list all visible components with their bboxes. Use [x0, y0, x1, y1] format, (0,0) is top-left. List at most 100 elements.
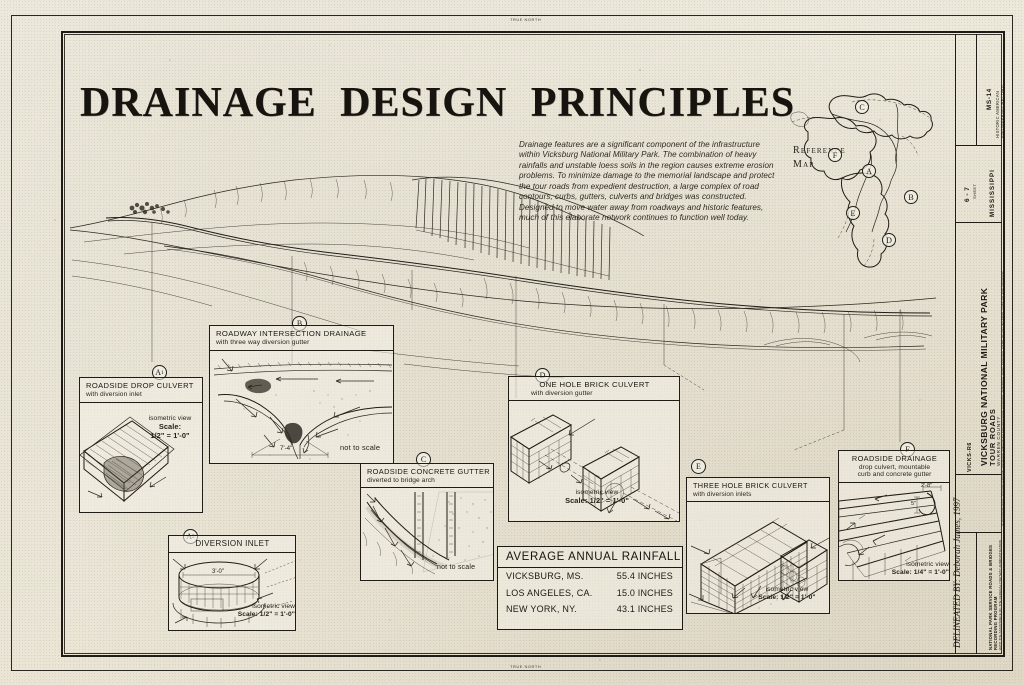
title-block-rule-3 [955, 474, 1002, 475]
callout-subscript: 1 [161, 369, 164, 376]
dimension-label: 3'-0" [212, 569, 224, 575]
top-edge-tick: TRUE NORTH [510, 17, 542, 22]
panel-drawing-area: 2'-8" 5" isometric view Scale: 1/4" = 1'… [839, 483, 949, 580]
haer-record-block: HISTORIC AMERICAN ENGINEERING RECORD [995, 85, 1005, 138]
panel-subtitle-line1: drop culvert, mountable [858, 463, 931, 471]
panel-drawing-area: isometric view Scale: 1/2" = 1'-0" [80, 403, 202, 513]
panel-three-hole-brick-culvert[interactable]: THREE HOLE BRICK CULVERT with diversion … [686, 477, 830, 614]
rainfall-value: 55.4 INCHES [616, 571, 673, 582]
haer-record-code: MS-14 [986, 88, 993, 110]
page-title: DRAINAGE DESIGN PRINCIPLES [80, 80, 796, 126]
reference-map-node-f[interactable]: F [828, 148, 842, 162]
rainfall-value: 43.1 INCHES [616, 603, 673, 614]
scale-view-label: isometric view [765, 586, 809, 593]
sheet-inner-border-hairline [64, 34, 1002, 654]
callout-letter: A [155, 368, 162, 377]
sheet-inner-border [61, 31, 1005, 657]
state-label: MISSISSIPPI [989, 169, 996, 217]
panel-roadside-drainage[interactable]: ROADSIDE DRAINAGE drop culvert, mountabl… [838, 450, 950, 581]
rainfall-row: NEW YORK, NY.43.1 INCHES [498, 601, 682, 617]
title-block-left-rule [955, 34, 956, 654]
reproduction-credit: IF REPRODUCED, PLEASE CREDIT: HISTORIC A… [1001, 270, 1005, 526]
rainfall-row: VICKSBURG, MS. 55.4 INCHES [498, 568, 682, 584]
panel-header: DIVERSION INLET [169, 536, 295, 553]
rainfall-value: 15.0 INCHES [616, 587, 673, 598]
panel-drawing-area: 7'-4" not to scale [210, 351, 393, 464]
panel-drawing-area: isometric view Scale: 1/2" = 1'-0" [509, 401, 679, 521]
scale-value: Scale: 1/4" = 1'-0" [891, 569, 949, 577]
panel-roadway-intersection-drainage[interactable]: ROADWAY INTERSECTION DRAINAGE with three… [209, 325, 394, 464]
panel-title: DIVERSION INLET [195, 539, 270, 548]
panel-roadside-concrete-gutter[interactable]: ROADSIDE CONCRETE GUTTER diverted to bri… [360, 463, 494, 581]
panel-drawing-area: 3'-0" isometric view Scale: 1/2" = 1'-0" [169, 553, 295, 632]
callout-letter: E [696, 462, 701, 471]
panel-subtitle: with diversion gutter [531, 389, 593, 397]
scale-view-label: isometric view [148, 415, 192, 422]
callout-letter: B [296, 319, 303, 328]
title-block: HISTORIC AMERICAN ENGINEERING RECORD MS-… [955, 34, 1005, 654]
callout-bubble-e[interactable]: E [691, 459, 706, 474]
scale-value: Scale: 1/2" = 1'-0" [565, 496, 629, 506]
panel-header: ROADSIDE DRAINAGE drop culvert, mountabl… [839, 451, 949, 483]
reference-map-node-d[interactable]: D [882, 233, 896, 247]
reference-map-node-a[interactable]: A [862, 164, 876, 178]
reference-map-node-c[interactable]: C [855, 100, 869, 114]
scale-view-label: isometric view [575, 489, 619, 496]
callout-letter: F [905, 445, 909, 454]
panel-subtitle: with diversion inlet [86, 390, 142, 398]
callout-letter: D [540, 371, 546, 380]
panel-title: ROADSIDE CONCRETE GUTTER [367, 467, 490, 476]
reference-map-node-e[interactable]: E [846, 206, 860, 220]
dimension-label-2: 5" [911, 501, 917, 507]
panel-header: ROADSIDE DROP CULVERT with diversion inl… [80, 378, 202, 403]
panel-scale-note: isometric view Scale: 1/2" = 1'-0" [229, 603, 295, 620]
reference-map-label-line1: Reference [793, 145, 846, 156]
not-to-scale-note: not to scale [437, 564, 476, 571]
panel-subtitle-line2: curb and concrete gutter [857, 471, 932, 478]
panel-scale-note: isometric view Scale: 1/2" = 1'-0" [547, 489, 647, 506]
sheet-outer-border [11, 15, 1013, 671]
dimension-label: 7'-4" [280, 445, 293, 452]
scale-label: Scale: [158, 422, 182, 432]
panel-header: ROADSIDE CONCRETE GUTTER diverted to bri… [361, 464, 493, 488]
reference-map-node-b[interactable]: B [904, 190, 918, 204]
reference-map-label: Reference Map [793, 144, 846, 172]
haer-record-line2: ENGINEERING RECORD [1000, 85, 1005, 138]
reference-map-label-line2: Map [793, 159, 815, 170]
panel-subtitle: with three way diversion gutter [216, 338, 310, 346]
panel-title: ROADSIDE DROP CULVERT [86, 381, 194, 390]
title-block-rule-2 [955, 222, 1002, 223]
scale-value: Scale: 1/2" = 1'-0" [758, 594, 816, 602]
landscape-perspective-drawing [69, 174, 937, 451]
rainfall-table-title: AVERAGE ANNUAL RAINFALL [498, 547, 682, 568]
panel-drawing-area: isometric view Scale: 1/2" = 1'-0" [687, 502, 829, 613]
panel-one-hole-brick-culvert[interactable]: ONE HOLE BRICK CULVERT with diversion gu… [508, 376, 680, 522]
panel-title: ROADSIDE DRAINAGE [851, 454, 938, 463]
panel-scale-note: isometric view Scale: 1/2" = 1'-0" [138, 415, 202, 440]
title-block-rule-1 [955, 145, 1002, 146]
panel-diversion-inlet[interactable]: DIVERSION INLET [168, 535, 296, 631]
sheet-number: 6 - 7 [964, 186, 971, 202]
panel-roadside-drop-culvert[interactable]: ROADSIDE DROP CULVERT with diversion inl… [79, 377, 203, 513]
scale-value: 1/2" = 1'-0" [150, 430, 190, 440]
survey-code: VICKS-R6 [967, 442, 973, 472]
panel-subtitle: diverted to bridge arch [367, 476, 435, 484]
title-block-rule-4 [955, 532, 1002, 533]
scale-view-label: isometric view [252, 603, 295, 610]
not-to-scale-note: not to scale [340, 443, 381, 452]
panel-title: ROADWAY INTERSECTION DRAINAGE [216, 329, 367, 338]
title-block-split-rule [976, 34, 977, 145]
callout-letter: C [420, 455, 427, 464]
panel-header: THREE HOLE BRICK CULVERT with diversion … [687, 478, 829, 502]
program-line3: WITH THE ASSISTANCE OF THE FEDERAL HIGHW… [998, 540, 1003, 650]
average-annual-rainfall-table[interactable]: AVERAGE ANNUAL RAINFALL VICKSBURG, MS. 55… [497, 546, 683, 630]
rainfall-city: VICKSBURG, MS. [506, 571, 584, 582]
description-paragraph: Drainage features are a significant comp… [519, 140, 775, 223]
delineator-credit: DELINEATED BY: Deborah James, 1997 [952, 497, 962, 648]
recording-program-block: NATIONAL PARK SERVICE ROADS & BRIDGES RE… [988, 540, 1004, 650]
panel-drawing-area: not to scale [361, 488, 493, 580]
reference-map [790, 93, 933, 268]
